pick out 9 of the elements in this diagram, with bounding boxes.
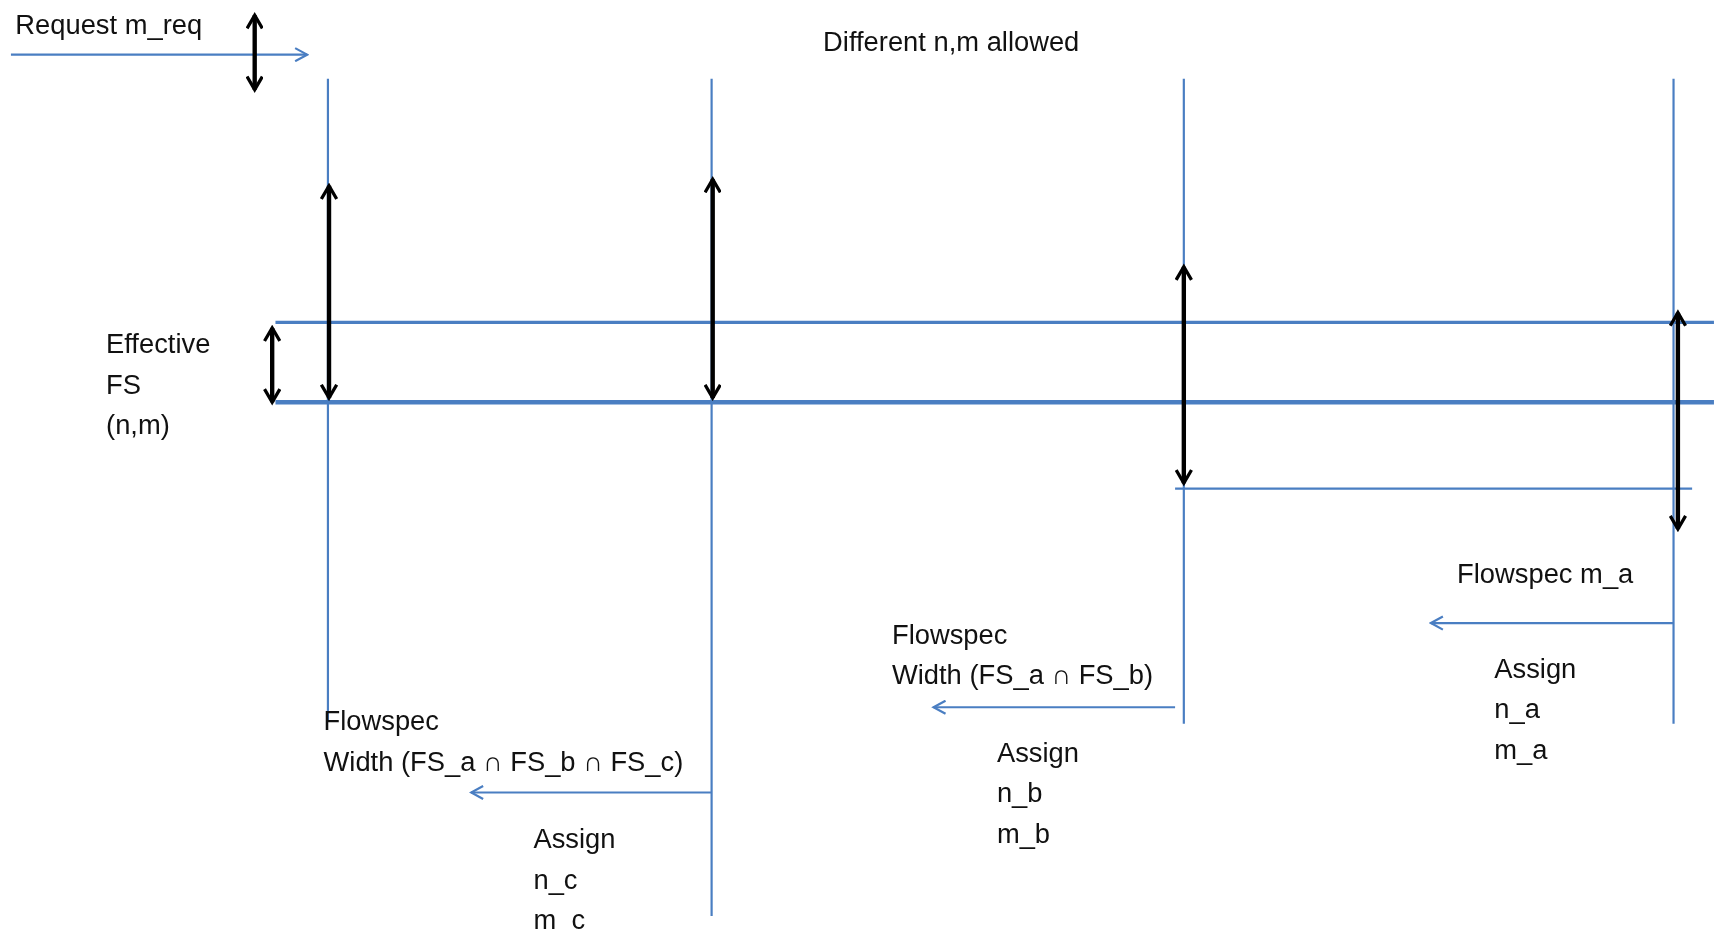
assign-label: Assign n_b m_b [996, 735, 1079, 851]
assign-label: Assign n_a m_a [1494, 651, 1577, 767]
flowspec-label: Flowspec m_a [1457, 556, 1634, 591]
request-label: Request m_req [15, 7, 203, 42]
assign-label: Assign n_c m_c [533, 822, 616, 933]
note-label: Different n,m allowed [823, 25, 1080, 59]
bandwidth-label: Effective FS (n,m) [106, 326, 211, 442]
flowspec-label: Flowspec Width (FS_a ∩ FS_b ∩ FS_c) [323, 704, 684, 779]
flowspec-label: Flowspec Width (FS_a ∩ FS_b) [891, 617, 1154, 692]
